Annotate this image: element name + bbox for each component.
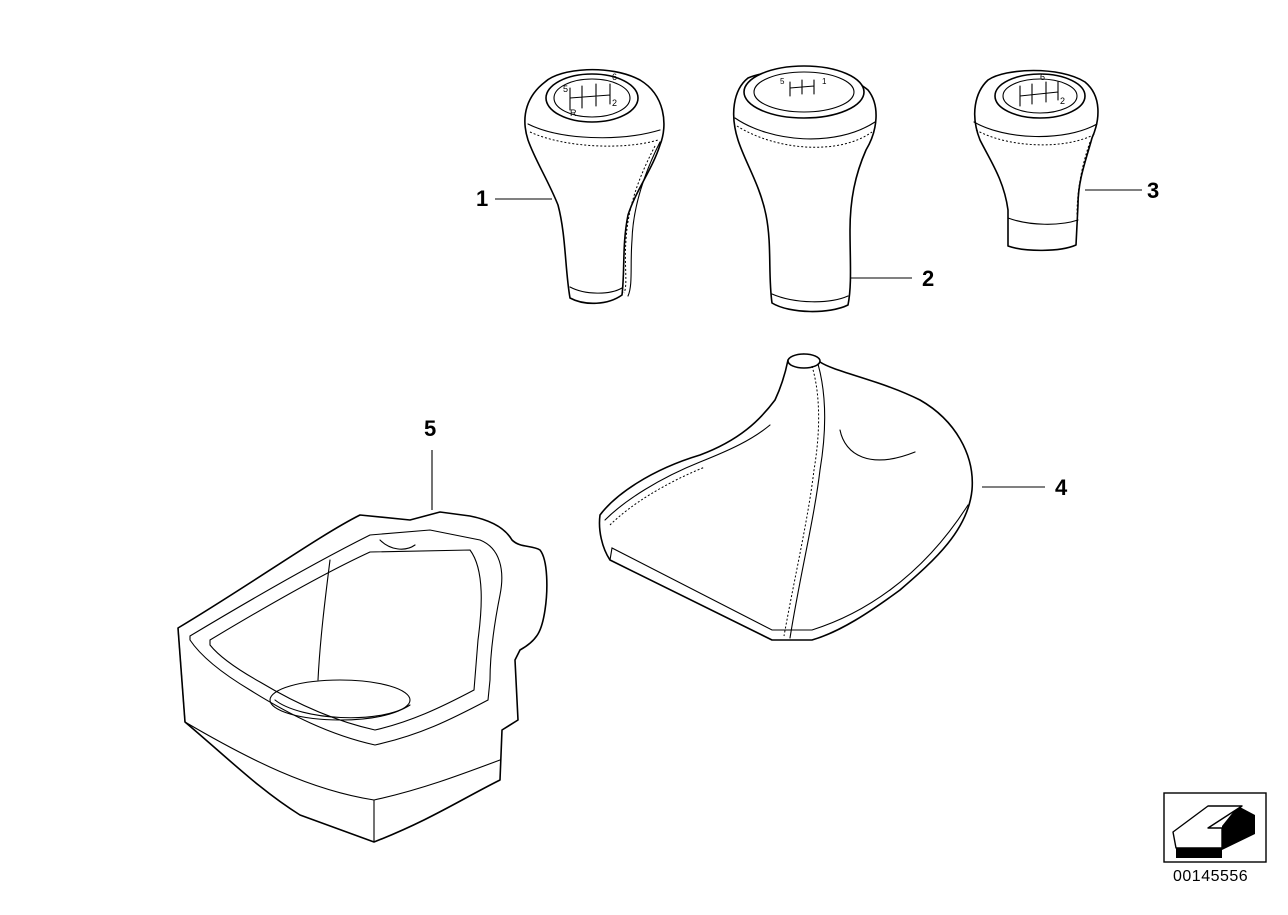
callout-label-2: 2 — [922, 266, 935, 291]
part-1-shift-knob[interactable]: 5 6 2 R — [524, 68, 665, 305]
svg-text:R: R — [570, 108, 577, 118]
svg-text:6: 6 — [612, 72, 617, 82]
callout-label-3: 3 — [1147, 178, 1160, 203]
part-2-shift-knob[interactable]: 5 1 — [732, 65, 877, 313]
svg-text:5: 5 — [563, 84, 568, 94]
svg-text:2: 2 — [1060, 96, 1065, 106]
part-4-shift-boot[interactable] — [598, 353, 974, 641]
direction-arrow-icon — [1163, 792, 1267, 863]
svg-text:6: 6 — [1040, 72, 1045, 82]
diagram-number: 00145556 — [1173, 868, 1249, 885]
part-3-shift-knob[interactable]: 6 2 — [973, 69, 1099, 252]
svg-text:1: 1 — [822, 77, 827, 86]
part-5-console-frame[interactable] — [177, 511, 548, 843]
callout-label-4: 4 — [1055, 475, 1068, 500]
svg-text:2: 2 — [612, 98, 617, 108]
callout-label-1: 1 — [476, 186, 489, 211]
callout-label-5: 5 — [424, 416, 437, 441]
svg-text:5: 5 — [780, 77, 785, 86]
